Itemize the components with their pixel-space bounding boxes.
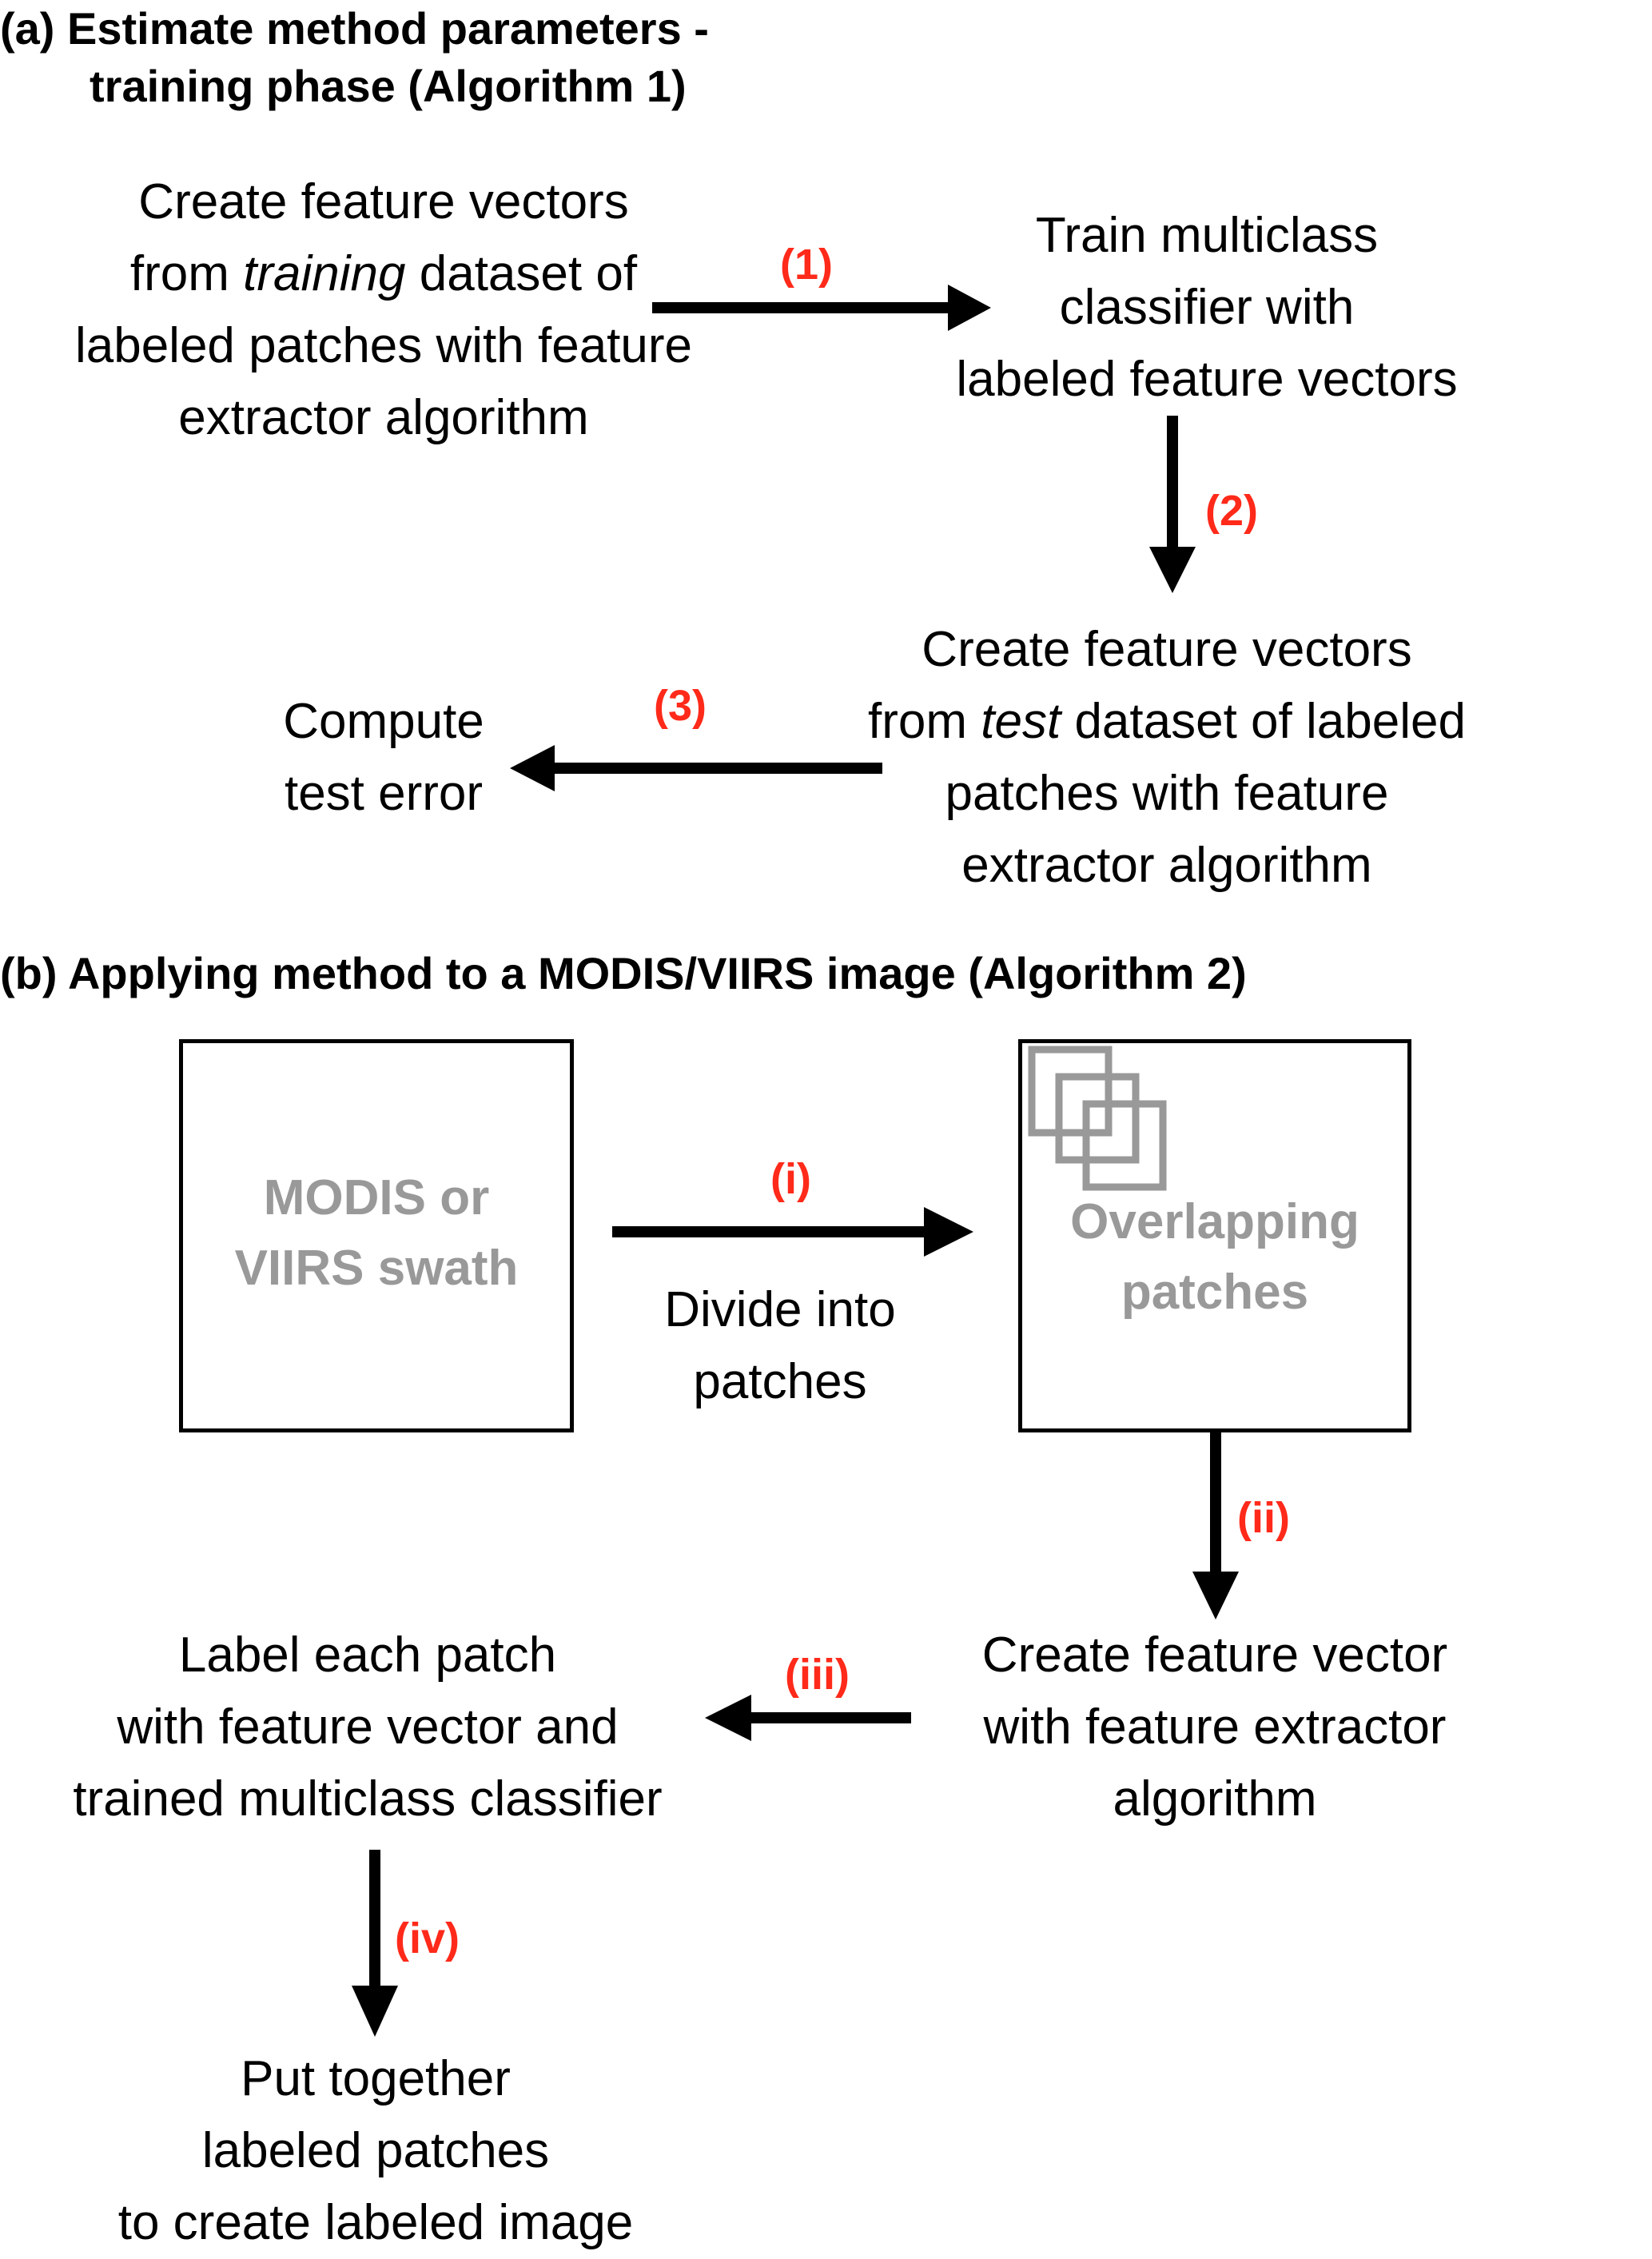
node-line: Train multiclass <box>1035 208 1379 263</box>
node-line: algorithm <box>1113 1771 1317 1827</box>
node-line: classifier with <box>1059 280 1355 335</box>
step-label-iv: (iv) <box>395 1914 460 1962</box>
node-line: test error <box>284 766 484 821</box>
patch-square-3 <box>1082 1100 1167 1191</box>
node-line: with feature vector and <box>117 1699 619 1755</box>
step-label-iii: (iii) <box>785 1651 850 1699</box>
node-line: extractor algorithm <box>178 390 589 445</box>
part-a-heading-line1: (a) Estimate method parameters - <box>0 3 709 54</box>
node-create-feature-vector: Create feature vector with feature extra… <box>879 1620 1550 1835</box>
node-line: extractor algorithm <box>961 838 1372 893</box>
box-line: VIIRS swath <box>234 1241 519 1296</box>
arrow-3 <box>510 745 882 791</box>
node-put-together: Put together labeled patches to create l… <box>32 2043 719 2259</box>
node-line: Create feature vector <box>981 1628 1448 1683</box>
node-create-test-features: Create feature vectors from test dataset… <box>783 614 1550 902</box>
patch-square-2 <box>1055 1073 1140 1164</box>
emphasis-training: training <box>243 246 406 301</box>
arrow-1 <box>652 285 991 331</box>
node-line: trained multiclass classifier <box>73 1771 663 1827</box>
node-line: Compute <box>283 694 484 749</box>
box-patches-label: Overlapping patches <box>1022 1187 1407 1328</box>
box-line: patches <box>1121 1265 1309 1320</box>
arrow-ii <box>1192 1432 1239 1620</box>
node-line: patches <box>693 1354 867 1409</box>
node-line: Create feature vectors <box>138 174 629 229</box>
step-label-3: (3) <box>654 682 707 730</box>
node-line: labeled patches <box>201 2123 550 2178</box>
box-line: Overlapping <box>1070 1194 1359 1249</box>
text: from <box>868 694 981 749</box>
text: from <box>129 246 244 301</box>
node-line: patches with feature <box>945 766 1389 821</box>
node-line: Label each patch <box>178 1628 557 1683</box>
arrow-2 <box>1149 416 1196 593</box>
arrow-i <box>612 1207 973 1257</box>
arrow-iii <box>705 1695 911 1741</box>
text: dataset of labeled <box>1061 694 1466 749</box>
node-train-classifier: Train multiclass classifier with labeled… <box>847 200 1566 416</box>
step-label-2: (2) <box>1205 487 1258 535</box>
box-swath-label: MODIS or VIIRS swath <box>183 1163 570 1304</box>
node-line: labeled patches with feature <box>74 318 693 373</box>
part-a-heading: (a) Estimate method parameters - trainin… <box>0 0 709 115</box>
part-b-heading: (b) Applying method to a MODIS/VIIRS ima… <box>0 948 1247 998</box>
node-line: Put together <box>241 2051 511 2106</box>
node-line: Divide into <box>664 1282 896 1337</box>
node-line: labeled feature vectors <box>956 352 1458 407</box>
emphasis-test: test <box>981 694 1061 749</box>
node-line: with feature extractor <box>983 1699 1447 1755</box>
divide-into-patches-label: Divide into patches <box>620 1274 940 1418</box>
node-create-training-features: Create feature vectors from training dat… <box>0 166 767 454</box>
node-compute-test-error: Compute test error <box>224 686 543 830</box>
step-label-1: (1) <box>780 241 833 289</box>
box-overlapping-patches: Overlapping patches <box>1018 1039 1411 1432</box>
arrow-iv <box>352 1850 398 2037</box>
box-modis-viirs-swath: MODIS or VIIRS swath <box>179 1039 574 1432</box>
overlapping-patches-icon <box>1028 1046 1167 1191</box>
node-label-each-patch: Label each patch with feature vector and… <box>0 1620 735 1835</box>
box-line: MODIS or <box>263 1170 490 1225</box>
step-label-ii: (ii) <box>1237 1494 1290 1542</box>
node-line: to create labeled image <box>117 2195 634 2250</box>
step-label-i: (i) <box>770 1155 811 1203</box>
part-a-heading-line2: training phase (Algorithm 1) <box>90 61 687 111</box>
node-line: from training dataset of <box>0 238 767 310</box>
node-line: from test dataset of labeled <box>783 686 1550 758</box>
text: dataset of <box>405 246 638 301</box>
patch-square-1 <box>1028 1046 1113 1137</box>
node-line: Create feature vectors <box>922 622 1412 677</box>
